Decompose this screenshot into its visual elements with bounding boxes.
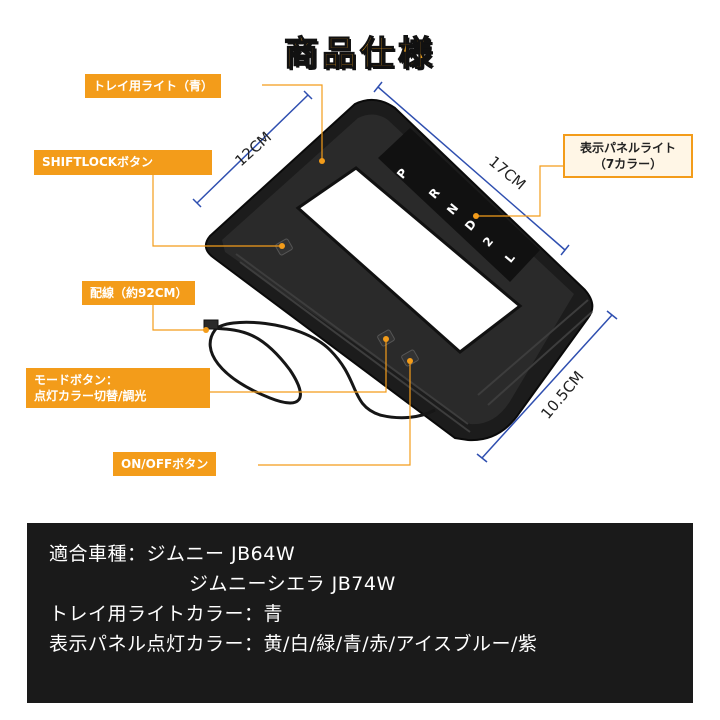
spec-tray-color: トレイ用ライトカラー：青 bbox=[49, 603, 284, 625]
callout-tray-light: トレイ用ライト（青） bbox=[85, 74, 222, 98]
dim-line-length bbox=[377, 86, 566, 251]
spec-models: 適合車種：ジムニー JB64W bbox=[49, 543, 296, 565]
callout-shiftlock: SHIFTLOCKボタン bbox=[34, 150, 212, 175]
product-diagram: P R N D 2 L bbox=[152, 81, 618, 466]
callout-mode-line2: 点灯カラー切替/調光 bbox=[34, 389, 147, 403]
dim-line-width bbox=[196, 94, 309, 204]
dimension-lines bbox=[192, 81, 618, 463]
callout-wiring: 配線（約92CM） bbox=[82, 281, 196, 305]
callout-panel-line1: 表示パネルライト bbox=[579, 141, 676, 155]
shift-panel-body bbox=[204, 98, 594, 442]
spec-models-line2: ジムニーシエラ JB74W bbox=[189, 573, 396, 595]
page-title: 商品仕様 bbox=[283, 33, 436, 74]
callout-onoff: ON/OFFボタン bbox=[113, 452, 217, 476]
callout-display-panel: 表示パネルライト （7カラー） bbox=[563, 134, 693, 178]
callout-mode-button: モードボタン： 点灯カラー切替/調光 bbox=[26, 368, 210, 408]
tray-opening bbox=[295, 166, 523, 354]
dim-line-depth bbox=[481, 314, 613, 459]
usb-plug bbox=[203, 319, 219, 330]
callout-panel-line2: （7カラー） bbox=[593, 157, 663, 171]
display-panel bbox=[378, 128, 540, 282]
spec-panel-color: 表示パネル点灯カラー：黄/白/緑/青/赤/アイスブルー/紫 bbox=[49, 633, 538, 655]
leader-lines bbox=[152, 84, 563, 466]
wiring-cable bbox=[203, 319, 436, 420]
callout-mode-line1: モードボタン： bbox=[34, 373, 119, 387]
spec-box: 適合車種：ジムニー JB64W ジムニーシエラ JB74W トレイ用ライトカラー… bbox=[27, 523, 693, 703]
